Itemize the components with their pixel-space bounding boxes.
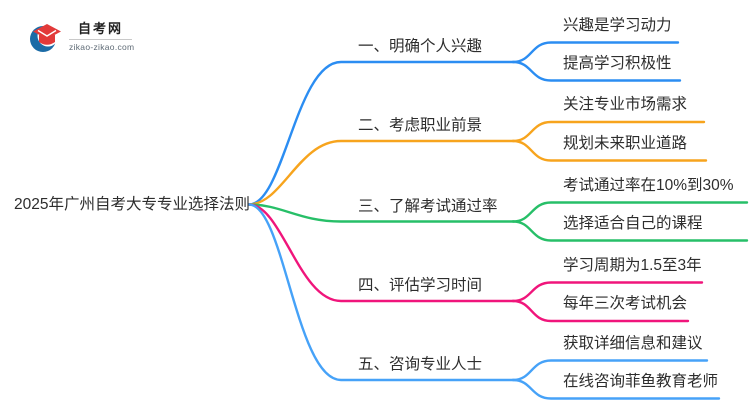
branch-4-sub-2-connector [511,299,690,323]
branch-5-connector [247,203,515,382]
branch-4-subtopic-1[interactable]: 学习周期为1.5至3年 [563,256,702,274]
branch-3-sub-2-connector [511,220,749,242]
branch-2-sub-1-connector [511,120,706,143]
graduation-cap-icon [30,24,61,52]
branch-2-subtopic-2[interactable]: 规划未来职业道路 [563,134,688,152]
branch-4-connector [247,203,515,303]
branch-5-topic[interactable]: 五、咨询专业人士 [358,356,483,373]
branch-3-topic[interactable]: 三、了解考试通过率 [358,197,498,215]
branch-1-subtopic-1[interactable]: 兴趣是学习动力 [563,16,672,34]
branch-2-sub-2-connector [511,139,708,162]
branch-2-connector [247,139,515,206]
branch-3-sub-1-connector [511,201,749,223]
branch-3-subtopic-1[interactable]: 考试通过率在10%到30% [563,176,734,194]
branch-2-subtopic-1[interactable]: 关注专业市场需求 [563,96,688,113]
site-logo[interactable]: 自考网 zikao-zikao.com [30,14,135,56]
branch-4-subtopic-2[interactable]: 每年三次考试机会 [563,295,688,312]
branch-4-topic[interactable]: 四、评估学习时间 [358,277,483,294]
branch-5-subtopic-1[interactable]: 获取详细信息和建议 [563,334,703,352]
site-url: zikao-zikao.com [69,42,135,52]
branch-5-sub-2-connector [511,378,721,400]
branch-5-sub-1-connector [511,359,709,382]
branch-4-sub-1-connector [511,281,704,303]
branch-2-topic[interactable]: 二、考虑职业前景 [358,117,483,134]
branch-1-connector [247,60,515,206]
branch-1-sub-2-connector [511,60,682,82]
branch-1-topic[interactable]: 一、明确个人兴趣 [358,38,483,55]
branch-3-connector [247,203,515,223]
branch-1-sub-1-connector [511,41,680,64]
logo-divider [69,39,132,40]
branch-3-subtopic-2[interactable]: 选择适合自己的课程 [563,214,703,232]
root-topic[interactable]: 2025年广州自考大专专业选择法则 [14,196,250,213]
branch-5-subtopic-2[interactable]: 在线咨询菲鱼教育老师 [563,372,719,390]
branch-1-subtopic-2[interactable]: 提高学习积极性 [563,54,672,72]
site-name: 自考网 [77,21,123,36]
